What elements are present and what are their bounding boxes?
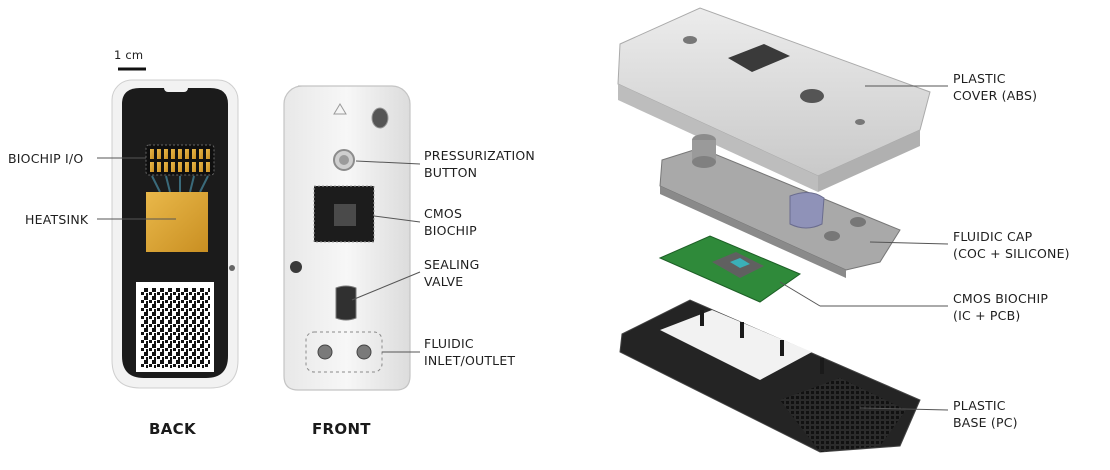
fluidic-cap-part [659, 134, 901, 278]
label-fluidic-inlet-outlet: FLUIDIC INLET/OUTLET [424, 336, 516, 368]
front-view-device [283, 85, 411, 391]
label-cmos-biochip-part: CMOS BIOCHIP (IC + PCB) [953, 291, 1049, 323]
label-plastic-base: PLASTIC BASE (PC) [953, 398, 1018, 430]
label-biochip-io: BIOCHIP I/O [8, 151, 84, 166]
label-plastic-cover: PLASTIC COVER (ABS) [953, 71, 1038, 103]
cmos-biochip-part [658, 235, 802, 303]
leader-lines [97, 85, 949, 411]
label-heatsink: HEATSINK [25, 212, 89, 227]
scale-bar-label: 1 cm [114, 48, 144, 62]
label-pressurization-button: PRESSURIZATION BUTTON [424, 148, 535, 180]
label-fluidic-cap: FLUIDIC CAP (COC + SILICONE) [953, 229, 1070, 261]
label-cmos-biochip-front: CMOS BIOCHIP [424, 206, 477, 238]
back-view-device [111, 79, 239, 389]
caption-front: FRONT [312, 420, 371, 438]
plastic-cover-part [617, 7, 931, 192]
label-sealing-valve: SEALING VALVE [424, 257, 480, 289]
plastic-base-part [619, 299, 921, 453]
caption-back: BACK [149, 420, 196, 438]
